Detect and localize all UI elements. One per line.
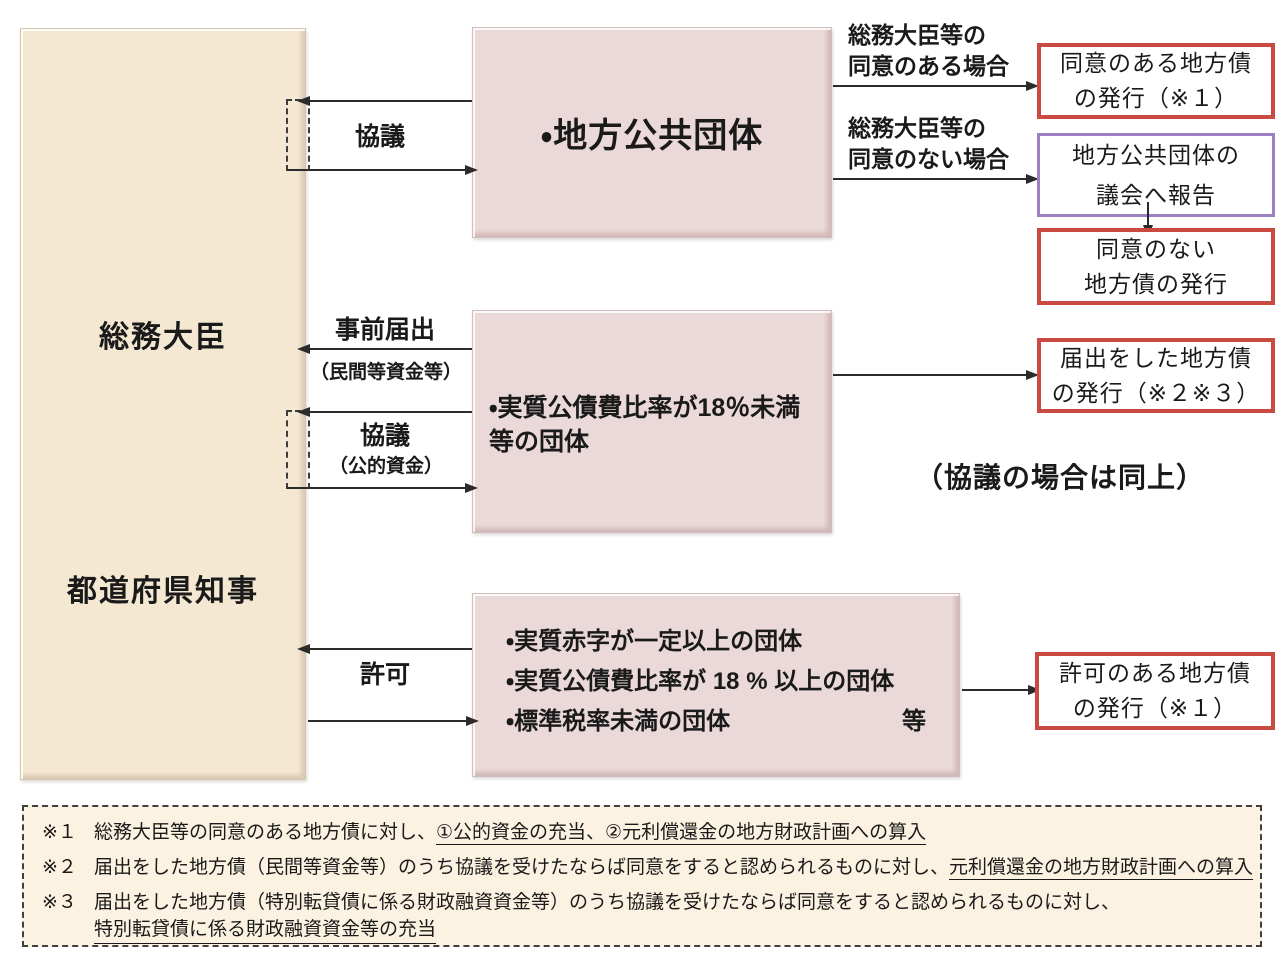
todokede-issue-box: 届出をした地方債 の発行（※２※３） [1037, 338, 1275, 413]
footnote-3: ※３ 届出をした地方債（特別転貸債に係る財政融資資金等）のうち協議を受けたならば… [42, 891, 1246, 915]
footnote-2-body: 届出をした地方債（民間等資金等）のうち協議を受けたならば同意をすると認められるも… [94, 856, 1254, 880]
footnote-3-lead: 届出をした地方債（特別転貸債に係る財政融資資金等）のうち協議を受けたならば同意を… [94, 892, 1121, 913]
footnotes-box: ※１ 総務大臣等の同意のある地方債に対し、①公的資金の充当、②元利償還金の地方財… [22, 805, 1262, 947]
footnote-2: ※２ 届出をした地方債（民間等資金等）のうち協議を受けたならば同意をすると認めら… [42, 856, 1254, 880]
arrow-kyogi-to-minister-mid [308, 411, 472, 413]
agree-issue-box: 同意のある地方債 の発行（※１） [1037, 43, 1275, 119]
permit-line-3: ・標準税率未満の団体 [506, 708, 731, 735]
arrow-report-to-disagree [1147, 202, 1149, 227]
footnote-1-lead: 総務大臣等の同意のある地方債に対し、 [94, 822, 437, 843]
kyogi-label-mid: 協議 [359, 422, 410, 450]
footnote-2-underline: 元利償還金の地方財政計画への算入 [949, 857, 1254, 880]
footnote-1-marker: ※１ [42, 822, 77, 843]
assembly-report-box: 地方公共団体の 議会へ報告 [1037, 133, 1275, 217]
kyoka-label: 許可 [359, 661, 410, 689]
minister-label: 総務大臣 [99, 321, 227, 354]
footnote-2-lead: 届出をした地方債（民間等資金等）のうち協議を受けたならば同意をすると認められるも… [94, 857, 950, 878]
ratio-under18-box: ・実質公債費比率が18％未満 等の団体 [472, 310, 832, 533]
arrow-entity-to-minister [308, 100, 472, 102]
arrow-minister-to-entity-mid [287, 487, 467, 489]
minister-governor-panel: 総務大臣 都道府県知事 [20, 28, 306, 780]
arrow-to-kyoka-box [962, 689, 1030, 691]
local-entity-box: ・地方公共団体 [472, 27, 832, 238]
footnote-1-body: 総務大臣等の同意のある地方債に対し、①公的資金の充当、②元利償還金の地方財政計画… [94, 821, 927, 845]
kyogi-label-top: 協議 [354, 123, 405, 151]
etc-suffix: 等 [902, 708, 926, 735]
case-disagree-label: 総務大臣等の 同意のない場合 [848, 115, 1009, 172]
arrow-minister-to-entity [287, 169, 467, 171]
footnote-3-body: 届出をした地方債（特別転貸債に係る財政融資資金等）のうち協議を受けたならば同意を… [94, 891, 1120, 915]
permit-entity-box: ・実質赤字が一定以上の団体 ・実質公債費比率が 18 % 以上の団体 ・標準税率… [472, 593, 960, 777]
disagree-issue-box: 同意のない 地方債の発行 [1037, 228, 1275, 305]
dojo-note: （協議の場合は同上） [914, 462, 1205, 493]
footnote-3-underline-line: 特別転貸債に係る財政融資資金等の充当 [94, 918, 437, 944]
footnote-1: ※１ 総務大臣等の同意のある地方債に対し、①公的資金の充当、②元利償還金の地方財… [42, 821, 1246, 845]
footnote-2-marker: ※２ [42, 857, 77, 878]
case-agree-label: 総務大臣等の 同意のある場合 [848, 22, 1009, 79]
footnote-1-underline: ①公的資金の充当、②元利償還金の地方財政計画への算入 [436, 822, 927, 845]
governor-label: 都道府県知事 [67, 575, 259, 608]
jizen-todokede-label: 事前届出 [334, 316, 435, 344]
local-entity-label: ・地方公共団体 [540, 117, 764, 155]
kyoka-issue-box: 許可のある地方債 の発行（※１） [1035, 652, 1275, 730]
permit-line-1: ・実質赤字が一定以上の団体 [506, 628, 803, 655]
minkan-funds-label: （民間等資金等） [309, 362, 462, 383]
dashed-connector-top [286, 99, 310, 171]
arrow-jizen-to-minister [308, 348, 472, 350]
koteki-funds-label: （公的資金） [328, 456, 443, 477]
arrow-minister-to-entity-bottom [308, 720, 468, 722]
arrow-to-todokede-box [833, 374, 1028, 376]
arrow-case-disagree [833, 178, 1028, 180]
permit-line-2: ・実質公債費比率が 18 % 以上の団体 [506, 668, 895, 695]
dashed-connector-mid [286, 410, 310, 489]
arrow-entity-to-minister-bottom [308, 648, 472, 650]
footnote-3-marker: ※３ [42, 892, 77, 913]
arrow-case-agree [833, 85, 1028, 87]
